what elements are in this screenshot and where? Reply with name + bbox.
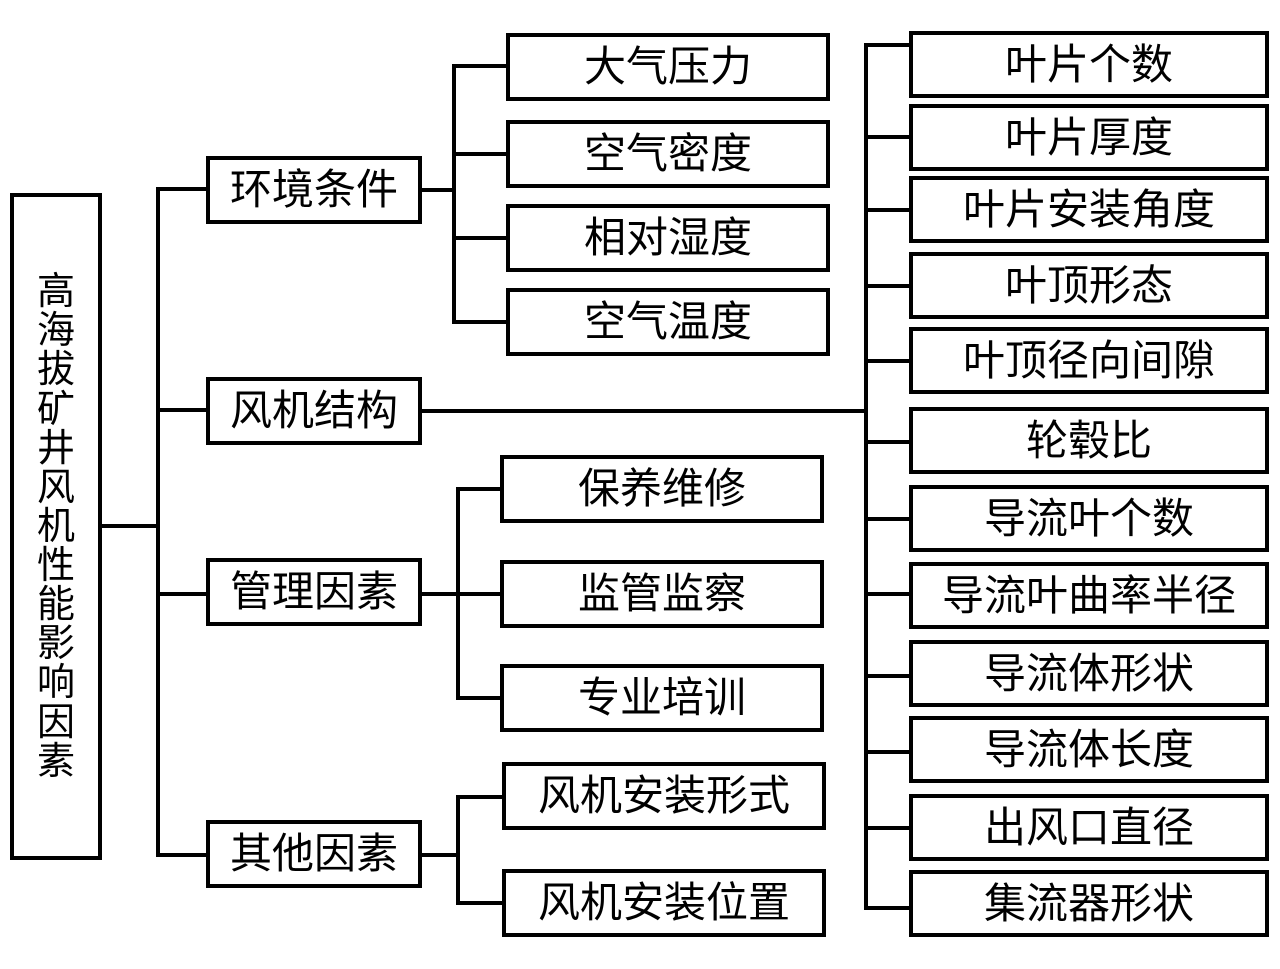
leaf-label: 导流体形状 [983, 648, 1194, 698]
connector-line [452, 320, 510, 324]
leaf-label: 出风口直径 [983, 802, 1194, 852]
connector-line [420, 188, 456, 192]
category-label: 环境条件 [229, 165, 398, 214]
root-char: 性 [36, 543, 75, 588]
category-label: 风机结构 [229, 386, 398, 435]
root-char: 因 [36, 699, 75, 744]
leaf-label: 导流体长度 [983, 724, 1194, 774]
connector-line [864, 43, 868, 910]
root-char: 海 [36, 308, 75, 353]
leaf-node: 空气温度 [506, 288, 830, 356]
root-char: 能 [36, 582, 75, 627]
leaf-node: 专业培训 [500, 664, 824, 732]
connector-line [456, 487, 460, 700]
root-char: 机 [36, 503, 75, 548]
connector-line [864, 517, 912, 521]
leaf-node: 叶片厚度 [909, 104, 1269, 171]
leaf-label: 风机安装位置 [537, 878, 790, 927]
leaf-node: 监管监察 [500, 560, 824, 628]
leaf-node: 大气压力 [506, 33, 830, 101]
root-char: 拔 [36, 347, 75, 392]
connector-line [864, 359, 912, 363]
leaf-label: 叶片安装角度 [962, 184, 1215, 234]
connector-line [156, 187, 208, 191]
leaf-node: 叶顶形态 [909, 252, 1269, 319]
leaf-node: 叶片安装角度 [909, 176, 1269, 243]
leaf-node: 叶顶径向间隙 [909, 327, 1269, 394]
connector-line [864, 592, 912, 596]
category-node-fan-structure: 风机结构 [206, 377, 422, 445]
connector-line [452, 64, 456, 324]
root-char: 高 [36, 269, 75, 314]
connector-line [156, 187, 160, 857]
leaf-label: 监管监察 [577, 569, 746, 618]
leaf-node: 导流体长度 [909, 716, 1269, 783]
connector-line [864, 826, 912, 830]
leaf-label: 叶顶形态 [1004, 260, 1173, 310]
category-node-management: 管理因素 [206, 558, 422, 626]
leaf-node: 导流体形状 [909, 640, 1269, 707]
root-node: 高 海 拔 矿 井 风 机 性 能 影 响 因 素 [10, 193, 102, 860]
leaf-label: 叶片厚度 [1004, 112, 1173, 162]
leaf-node: 集流器形状 [909, 870, 1269, 937]
connector-line [452, 64, 510, 68]
leaf-node: 轮毂比 [909, 407, 1269, 474]
category-node-environment: 环境条件 [206, 156, 422, 224]
connector-line [452, 152, 510, 156]
category-label: 其他因素 [229, 829, 398, 878]
leaf-node: 导流叶曲率半径 [909, 562, 1269, 629]
leaf-node: 保养维修 [500, 455, 824, 523]
connector-line [456, 901, 506, 905]
leaf-label: 导流叶曲率半径 [941, 570, 1236, 620]
connector-line [100, 524, 158, 528]
leaf-node: 叶片个数 [909, 31, 1269, 98]
root-char: 响 [36, 660, 75, 705]
root-char: 矿 [36, 386, 75, 431]
leaf-node: 出风口直径 [909, 794, 1269, 861]
leaf-node: 风机安装形式 [502, 762, 826, 830]
connector-line [864, 135, 912, 139]
root-char: 素 [36, 738, 75, 783]
root-char: 影 [36, 621, 75, 666]
leaf-node: 相对湿度 [506, 204, 830, 272]
leaf-label: 风机安装形式 [537, 771, 790, 820]
root-char: 风 [36, 464, 75, 509]
connector-line [456, 487, 504, 491]
connector-line [456, 795, 506, 799]
leaf-label: 专业培训 [577, 673, 746, 722]
connector-line [420, 853, 460, 857]
connector-line [864, 750, 912, 754]
connector-line [864, 43, 912, 47]
leaf-label: 集流器形状 [983, 878, 1194, 928]
leaf-label: 相对湿度 [583, 213, 752, 262]
connector-line [420, 592, 502, 596]
connector-line [452, 236, 510, 240]
connector-line [864, 674, 912, 678]
leaf-node: 风机安装位置 [502, 869, 826, 937]
leaf-label: 轮毂比 [1025, 415, 1152, 465]
leaf-label: 空气温度 [583, 297, 752, 346]
connector-line [156, 592, 208, 596]
leaf-label: 大气压力 [583, 42, 752, 91]
leaf-label: 叶片个数 [1004, 39, 1173, 89]
leaf-node: 空气密度 [506, 120, 830, 188]
connector-line [864, 440, 912, 444]
connector-line [864, 208, 912, 212]
root-char: 井 [36, 425, 75, 470]
leaf-label: 空气密度 [583, 129, 752, 178]
leaf-label: 叶顶径向间隙 [962, 335, 1215, 385]
connector-line [156, 853, 208, 857]
connector-line [420, 409, 868, 413]
connector-line [864, 284, 912, 288]
category-node-other: 其他因素 [206, 820, 422, 888]
connector-line [456, 795, 460, 905]
leaf-node: 导流叶个数 [909, 485, 1269, 552]
leaf-label: 保养维修 [577, 464, 746, 513]
connector-line [156, 408, 208, 412]
leaf-label: 导流叶个数 [983, 493, 1194, 543]
connector-line [864, 906, 912, 910]
category-label: 管理因素 [229, 567, 398, 616]
connector-line [456, 696, 504, 700]
